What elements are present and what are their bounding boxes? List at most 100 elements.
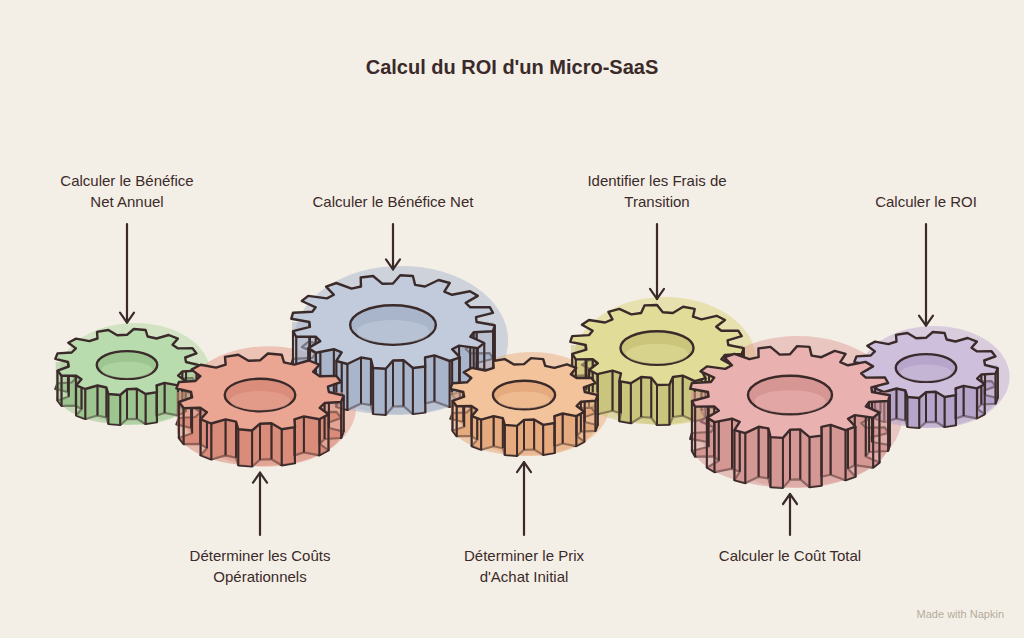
gear-edge xyxy=(594,401,596,431)
gear-edge xyxy=(955,395,957,425)
gear-edge xyxy=(995,374,997,404)
gear-edge xyxy=(878,413,880,463)
gear-edge xyxy=(61,376,63,406)
gear-edge xyxy=(424,367,426,413)
step-label: Déterminer le Prix d'Achat Initial xyxy=(450,545,598,587)
gear-edge xyxy=(855,427,857,477)
gear-edge xyxy=(955,395,957,425)
gear-edge xyxy=(183,408,185,444)
gear-edge xyxy=(845,430,847,480)
gear-edge xyxy=(412,368,414,414)
gear-edge xyxy=(324,403,326,439)
gear-edge xyxy=(612,371,614,411)
gear-edge xyxy=(75,376,77,406)
gear-edge xyxy=(199,408,201,444)
gear-edge xyxy=(126,389,128,419)
gear-edge xyxy=(294,427,296,463)
gear-edge xyxy=(583,412,585,442)
gear-node: Déterminer les Coûts Opérationnels xyxy=(176,353,344,466)
gear-edge xyxy=(343,396,345,432)
gear-edge xyxy=(136,389,138,419)
gear-edge xyxy=(164,383,166,413)
gear-hole-inner xyxy=(357,320,430,344)
gear-edge xyxy=(493,416,495,446)
gear-face xyxy=(176,354,343,431)
gear-edge xyxy=(119,395,121,425)
diagram-title: Calcul du ROI d'un Micro-SaaS xyxy=(0,56,1024,79)
gear-face xyxy=(690,346,890,438)
gear-edge xyxy=(944,397,946,427)
gear-hole xyxy=(350,305,436,344)
gear-edge xyxy=(281,429,283,465)
gear-edge xyxy=(385,369,387,415)
gear-edge xyxy=(769,437,771,487)
gear-edge xyxy=(156,392,158,422)
gear-edge xyxy=(210,423,212,459)
gear-hole-inner xyxy=(101,362,152,379)
gear-edge xyxy=(281,429,283,465)
gear-edge xyxy=(327,414,329,450)
gear-edge xyxy=(270,423,272,459)
gear-edge xyxy=(583,412,585,442)
gear-edge xyxy=(456,406,458,436)
gear-edge xyxy=(523,420,525,450)
leader-arrowhead xyxy=(650,289,664,299)
gear-edge xyxy=(554,423,556,453)
gear-edge xyxy=(694,407,696,457)
gear-edge xyxy=(640,377,642,417)
gear-edge xyxy=(656,385,658,425)
gear-edge xyxy=(580,402,582,432)
gear-edge xyxy=(656,385,658,425)
gear-edge xyxy=(424,367,426,413)
gear-edge xyxy=(682,376,684,416)
gear-edge xyxy=(769,437,771,487)
gear-edge xyxy=(343,396,345,432)
gear-edge xyxy=(156,392,158,422)
gear-edge xyxy=(906,397,908,427)
gear-edge xyxy=(259,424,261,460)
gear-edge xyxy=(618,381,620,421)
gear-edge xyxy=(895,389,897,419)
gear-edge xyxy=(178,402,180,438)
gear-edge xyxy=(504,425,506,455)
gear-edge xyxy=(618,381,620,421)
leader-line xyxy=(523,462,525,535)
gear-edge xyxy=(449,361,451,407)
gear-edge xyxy=(178,402,180,438)
gear-hole xyxy=(620,331,693,365)
gear-hole xyxy=(493,381,555,410)
gear-edge xyxy=(612,371,614,411)
gear-edge xyxy=(75,376,77,406)
step-label: Identifier les Frais de Transition xyxy=(570,170,744,212)
gear-edge xyxy=(872,418,874,468)
gear-edge xyxy=(887,401,889,451)
gear-edge xyxy=(340,402,342,438)
gear-edge xyxy=(830,425,832,475)
gear-edge xyxy=(119,395,121,425)
gear-edge xyxy=(523,420,525,450)
gear-edge xyxy=(56,371,58,401)
gear-edge xyxy=(845,430,847,480)
gear-edge xyxy=(452,401,454,431)
gear-edge xyxy=(694,407,696,457)
gear-edge xyxy=(944,397,946,427)
gear-edge xyxy=(346,364,348,410)
gear-edge xyxy=(672,377,674,417)
gear-edge xyxy=(324,403,326,439)
leader-line xyxy=(789,494,791,535)
leader-line xyxy=(656,224,658,299)
gear-edge xyxy=(372,368,374,414)
gear-edge xyxy=(542,425,544,455)
gear-edge xyxy=(225,419,227,455)
gear-edge xyxy=(259,424,261,460)
gear-edge xyxy=(925,392,927,422)
gear-edge xyxy=(237,429,239,465)
leader-arrowhead xyxy=(783,494,797,504)
watermark: Made with Napkin xyxy=(917,608,1004,620)
gear-edge xyxy=(251,430,253,466)
gear-edge xyxy=(630,383,632,423)
gear-edge xyxy=(984,384,986,414)
gear-edge xyxy=(107,394,109,424)
